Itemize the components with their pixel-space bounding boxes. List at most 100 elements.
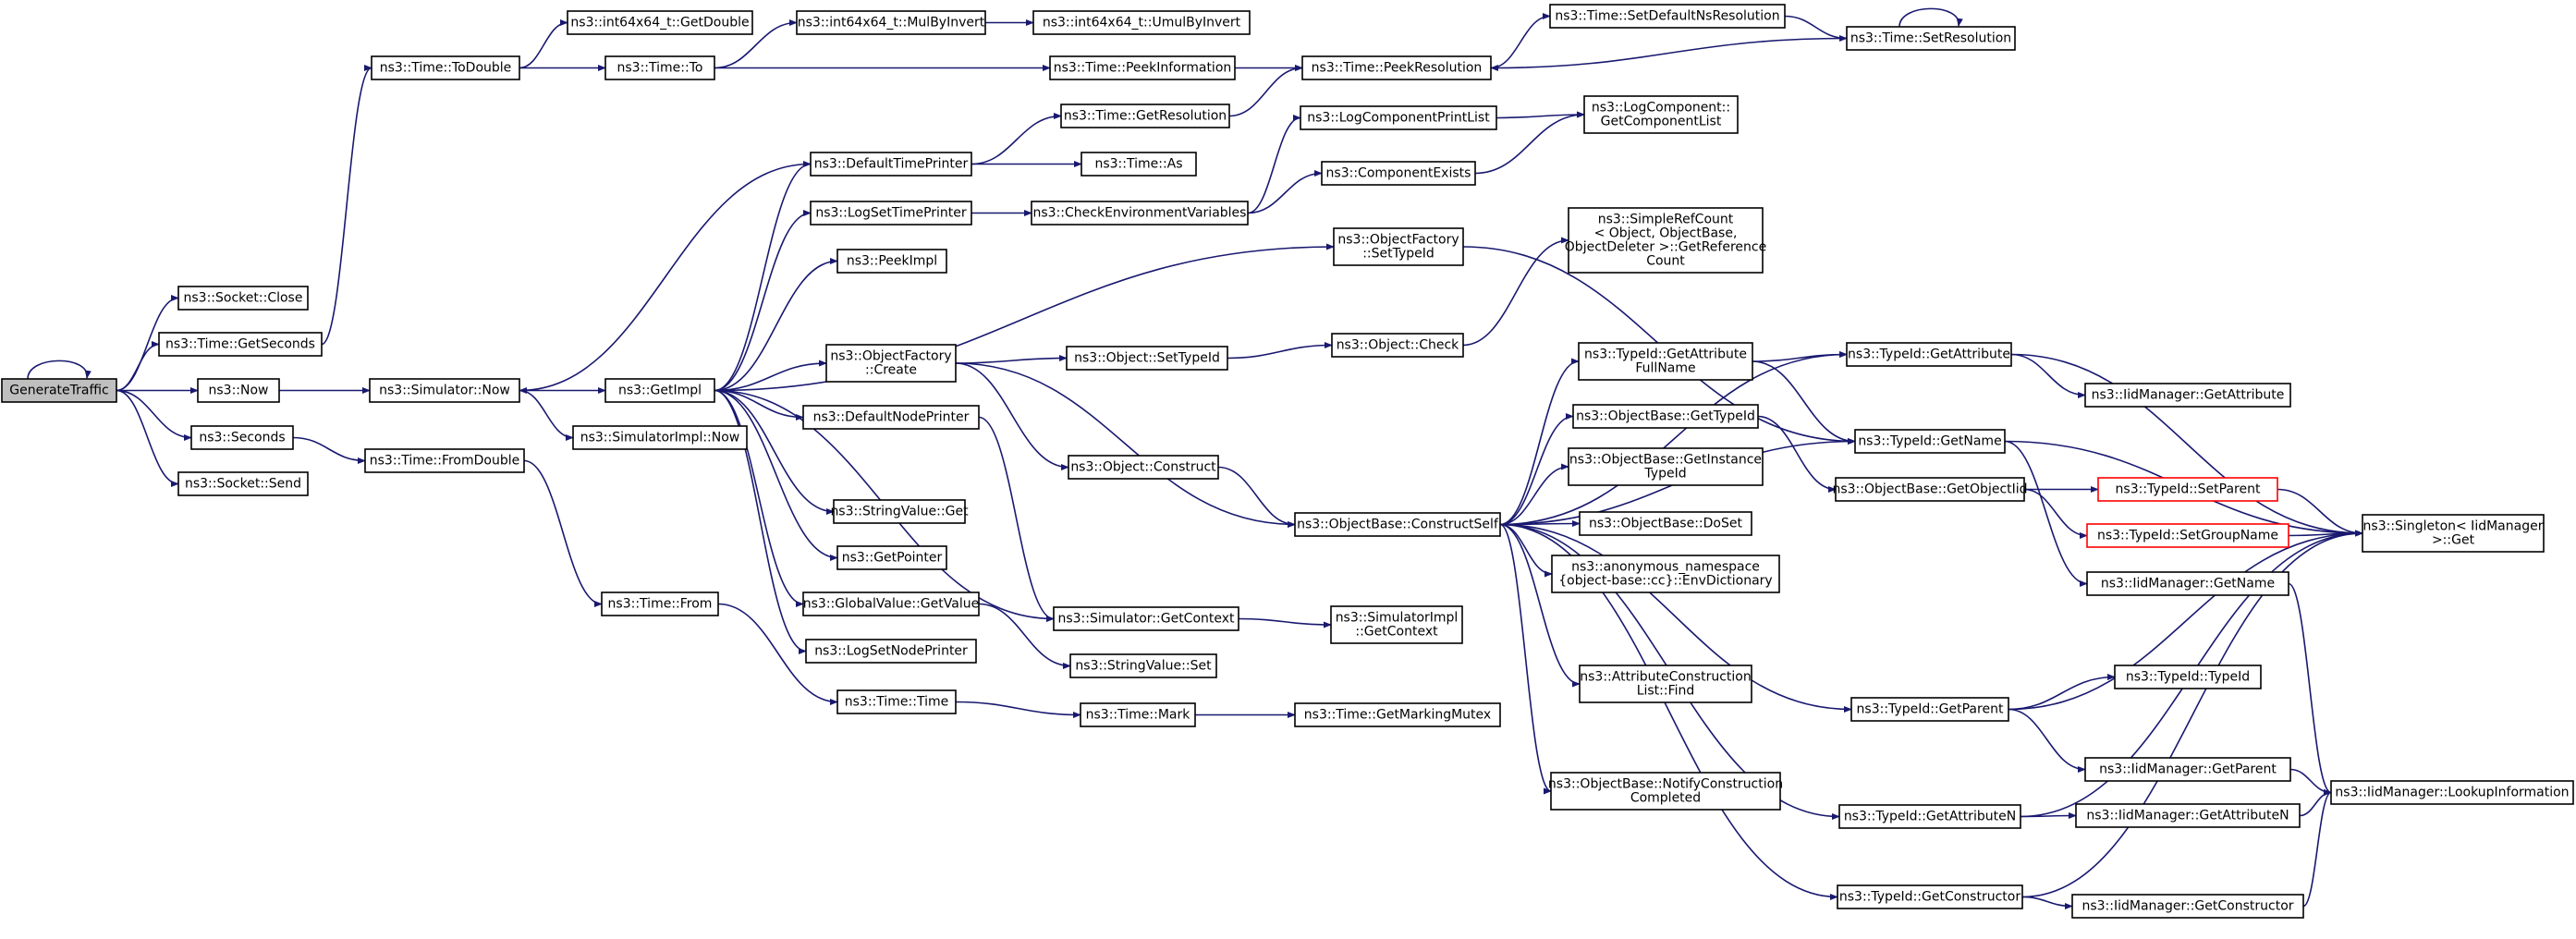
node-time-get-resolution[interactable]: ns3::Time::GetResolution xyxy=(1060,104,1230,128)
node-time-set-resolution[interactable]: ns3::Time::SetResolution xyxy=(1846,26,2016,51)
edge-construct-self-to-type-id-get-attribute xyxy=(1499,350,1848,526)
node-now[interactable]: ns3::Now xyxy=(197,378,280,403)
node-iid-manager-lookup-information[interactable]: ns3::IidManager::LookupInformation xyxy=(2330,780,2574,805)
node-iid-manager-get-attribute-n[interactable]: ns3::IidManager::GetAttributeN xyxy=(2075,803,2301,828)
node-time-get-seconds[interactable]: ns3::Time::GetSeconds xyxy=(158,332,323,357)
node-time-from-double[interactable]: ns3::Time::FromDouble xyxy=(364,448,525,473)
edge-construct-self-to-type-id-get-parent xyxy=(1499,523,1852,713)
node-type-id-set-group-name[interactable]: ns3::TypeId::SetGroupName xyxy=(2086,523,2289,548)
node-simulator-impl-now[interactable]: ns3::SimulatorImpl::Now xyxy=(572,425,748,450)
node-time-set-default-ns-resolution[interactable]: ns3::Time::SetDefaultNsResolution xyxy=(1549,4,1786,29)
node-label: GetComponentList xyxy=(1601,115,1722,129)
node-peek-impl[interactable]: ns3::PeekImpl xyxy=(836,249,947,274)
edge-path xyxy=(519,389,574,442)
node-object-base-get-object-iid[interactable]: ns3::ObjectBase::GetObjectIid xyxy=(1832,477,2028,502)
node-int64-umul-by-invert[interactable]: ns3::int64x64_t::UmulByInvert xyxy=(1032,10,1251,35)
node-label: ns3::Time::From xyxy=(608,597,713,612)
node-string-value-get[interactable]: ns3::StringValue::Get xyxy=(830,499,969,524)
node-socket-close[interactable]: ns3::Socket::Close xyxy=(177,286,309,311)
node-time-peek-information[interactable]: ns3::Time::PeekInformation xyxy=(1049,55,1236,80)
node-simulator-impl-get-context[interactable]: ns3::SimulatorImpl::GetContext xyxy=(1330,605,1463,644)
node-log-set-node-printer[interactable]: ns3::LogSetNodePrinter xyxy=(805,639,977,664)
node-time-peek-resolution[interactable]: ns3::Time::PeekResolution xyxy=(1301,55,1492,80)
node-object-factory-set-type-id[interactable]: ns3::ObjectFactory::SetTypeId xyxy=(1333,227,1464,266)
node-get-impl[interactable]: ns3::GetImpl xyxy=(604,378,715,403)
node-log-set-time-printer[interactable]: ns3::LogSetTimePrinter xyxy=(810,201,972,226)
node-log-component-get-component-list[interactable]: ns3::LogComponent::GetComponentList xyxy=(1583,95,1739,134)
node-global-value-get-value[interactable]: ns3::GlobalValue::GetValue xyxy=(802,591,980,616)
node-construct-self[interactable]: ns3::ObjectBase::ConstructSelf xyxy=(1294,512,1501,537)
edge-construct-self-to-attribute-construction-list-find xyxy=(1499,523,1581,688)
node-time-to[interactable]: ns3::Time::To xyxy=(604,55,715,80)
node-component-exists[interactable]: ns3::ComponentExists xyxy=(1321,161,1476,186)
node-label: Completed xyxy=(1630,791,1701,806)
node-time-get-marking-mutex[interactable]: ns3::Time::GetMarkingMutex xyxy=(1294,702,1501,727)
node-type-id-get-parent[interactable]: ns3::TypeId::GetParent xyxy=(1850,697,2009,722)
edge-construct-self-to-type-id-get-attribute-full-name xyxy=(1499,358,1580,526)
node-box xyxy=(1568,207,1764,274)
node-label: ns3::ComponentExists xyxy=(1326,166,1471,181)
node-time-as[interactable]: ns3::Time::As xyxy=(1080,152,1197,177)
node-time-to-double[interactable]: ns3::Time::ToDouble xyxy=(371,55,520,80)
node-log-component-print-list[interactable]: ns3::LogComponentPrintList xyxy=(1300,105,1497,130)
node-label: ns3::Seconds xyxy=(199,431,285,445)
node-simple-ref-count-get-reference-count[interactable]: ns3::SimpleRefCount< Object, ObjectBase,… xyxy=(1565,207,1766,274)
edge-time-get-resolution-to-time-peek-resolution xyxy=(1228,64,1303,117)
node-default-time-printer[interactable]: ns3::DefaultTimePrinter xyxy=(810,152,972,177)
node-iid-manager-get-parent[interactable]: ns3::IidManager::GetParent xyxy=(2084,757,2291,782)
edge-get-impl-to-get-pointer xyxy=(714,389,838,562)
node-label: ns3::IidManager::GetParent xyxy=(2099,762,2277,777)
node-generate-traffic[interactable]: GenerateTraffic xyxy=(1,378,117,403)
node-env-dictionary[interactable]: ns3::anonymous_namespace{object-base::cc… xyxy=(1551,555,1780,593)
node-box xyxy=(1578,342,1753,381)
node-type-id-get-attribute-n[interactable]: ns3::TypeId::GetAttributeN xyxy=(1838,804,2021,829)
node-time-from[interactable]: ns3::Time::From xyxy=(601,591,719,616)
node-iid-manager-get-name[interactable]: ns3::IidManager::GetName xyxy=(2086,571,2289,596)
node-int64-mul-by-invert[interactable]: ns3::int64x64_t::MulByInvert xyxy=(796,10,986,35)
node-label: GenerateTraffic xyxy=(9,384,108,398)
node-time-mark[interactable]: ns3::Time::Mark xyxy=(1080,702,1196,727)
node-object-set-type-id[interactable]: ns3::Object::SetTypeId xyxy=(1066,346,1228,371)
node-seconds[interactable]: ns3::Seconds xyxy=(190,425,294,450)
edge-default-node-printer-to-simulator-get-context xyxy=(978,416,1055,623)
node-label: List::Find xyxy=(1637,684,1695,699)
node-object-factory-create[interactable]: ns3::ObjectFactory::Create xyxy=(825,344,957,383)
node-label: ns3::Time::GetSeconds xyxy=(165,337,315,352)
node-type-id-get-name[interactable]: ns3::TypeId::GetName xyxy=(1854,429,2006,454)
node-iid-manager-get-constructor[interactable]: ns3::IidManager::GetConstructor xyxy=(2071,894,2304,919)
node-object-construct[interactable]: ns3::Object::Construct xyxy=(1068,455,1219,480)
node-int64-get-double[interactable]: ns3::int64x64_t::GetDouble xyxy=(567,10,753,35)
node-singleton-get[interactable]: ns3::Singleton< IidManager>::Get xyxy=(2362,514,2545,553)
node-simulator-now[interactable]: ns3::Simulator::Now xyxy=(369,378,520,403)
node-object-base-do-set[interactable]: ns3::ObjectBase::DoSet xyxy=(1579,511,1752,536)
node-object-base-get-type-id[interactable]: ns3::ObjectBase::GetTypeId xyxy=(1572,404,1759,429)
node-box xyxy=(1549,4,1786,29)
node-simulator-get-context[interactable]: ns3::Simulator::GetContext xyxy=(1053,606,1239,631)
node-socket-send[interactable]: ns3::Socket::Send xyxy=(177,471,309,496)
edge-time-set-default-ns-resolution-to-time-set-resolution xyxy=(1784,15,1848,43)
node-object-base-notify-construction-completed[interactable]: ns3::ObjectBase::NotifyConstructionCompl… xyxy=(1548,772,1783,811)
node-type-id-get-constructor[interactable]: ns3::TypeId::GetConstructor xyxy=(1837,884,2023,909)
edge-path xyxy=(971,112,1062,165)
node-default-node-printer[interactable]: ns3::DefaultNodePrinter xyxy=(802,405,980,430)
node-check-environment-variables[interactable]: ns3::CheckEnvironmentVariables xyxy=(1031,201,1249,226)
node-label: ns3::DefaultTimePrinter xyxy=(814,157,969,172)
node-label: ns3::SimulatorImpl::Now xyxy=(580,431,740,445)
node-type-id-set-parent[interactable]: ns3::TypeId::SetParent xyxy=(2097,477,2278,502)
edge-construct-self-to-object-base-get-type-id xyxy=(1499,412,1574,526)
node-box xyxy=(369,378,520,403)
node-get-pointer[interactable]: ns3::GetPointer xyxy=(836,545,947,570)
node-object-check[interactable]: ns3::Object::Check xyxy=(1331,333,1464,358)
node-time-time[interactable]: ns3::Time::Time xyxy=(836,689,957,714)
edge-path xyxy=(1752,350,1848,362)
node-iid-manager-get-attribute[interactable]: ns3::IidManager::GetAttribute xyxy=(2084,383,2291,408)
node-string-value-set[interactable]: ns3::StringValue::Set xyxy=(1069,653,1217,678)
node-box xyxy=(1321,161,1476,186)
node-box xyxy=(1568,447,1764,486)
node-label: ns3::TypeId::GetAttribute xyxy=(1584,348,1747,362)
node-type-id-type-id[interactable]: ns3::TypeId::TypeId xyxy=(2114,665,2262,689)
node-type-id-get-attribute[interactable]: ns3::TypeId::GetAttribute xyxy=(1846,342,2012,367)
